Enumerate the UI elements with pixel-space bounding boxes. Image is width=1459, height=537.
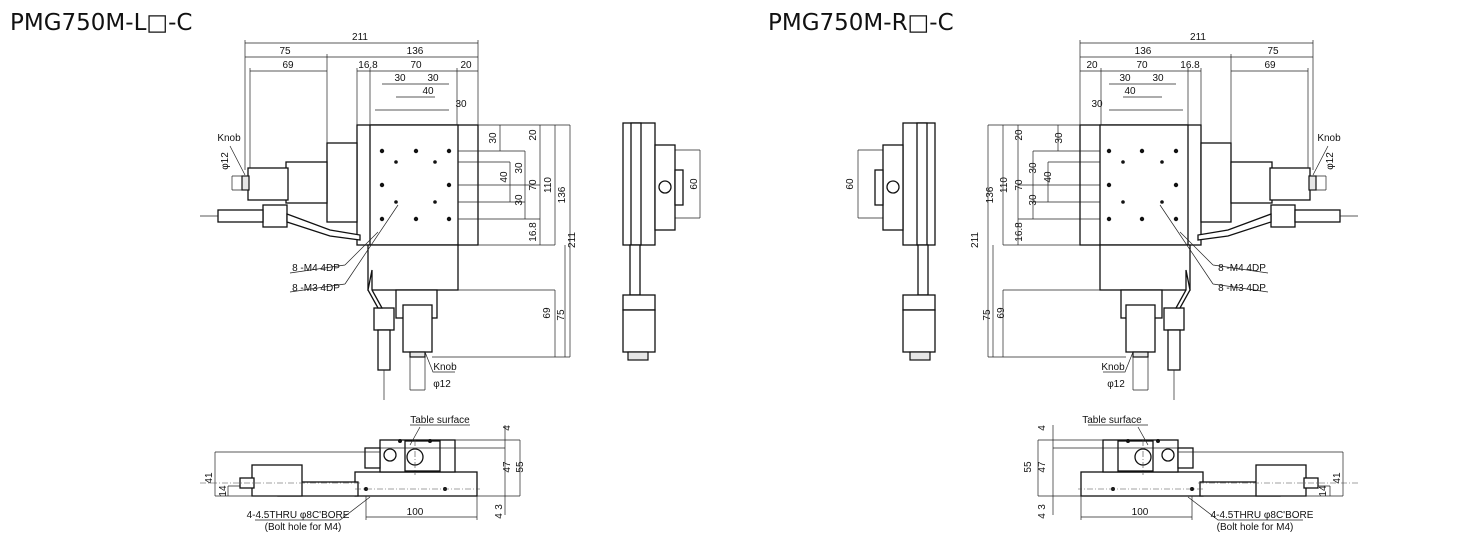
left-drawing-geometry (199, 39, 701, 521)
dim-69-vertical: 69 (542, 307, 553, 319)
dim-136: 136 (1135, 46, 1152, 57)
dim-211: 211 (1190, 32, 1206, 43)
dim-75: 75 (279, 46, 291, 57)
left-title: PMG750M-L□-C (10, 10, 192, 36)
dim-69: 69 (282, 60, 294, 71)
dim-4-vertical: 4 (502, 425, 513, 431)
dim-16-8: 16.8 (1180, 60, 1200, 71)
left-drawing-labels: PMG750M-L□-C 211 75 136 69 16.8 70 20 30… (10, 10, 700, 533)
dim-14-vertical: 14 (218, 485, 229, 497)
bolt-hole-label: (Bolt hole for M4) (1217, 522, 1294, 533)
m4-holes-label: 8 -M4 4DP (1218, 263, 1266, 274)
dim-110-vertical: 110 (999, 177, 1010, 193)
dim-30: 30 (455, 99, 467, 110)
dim-211-vertical: 211 (567, 232, 578, 248)
dim-55-vertical: 55 (1023, 461, 1034, 473)
dim-16-8: 16.8 (358, 60, 378, 71)
dim-40: 40 (1124, 86, 1136, 97)
dim-30: 30 (1119, 73, 1131, 84)
dim-136: 136 (407, 46, 424, 57)
dim-20: 20 (1086, 60, 1098, 71)
phi12-label: φ12 (1325, 152, 1336, 170)
dim-55-vertical: 55 (515, 461, 526, 473)
dim-30: 30 (1091, 99, 1103, 110)
phi12-label: φ12 (1107, 379, 1125, 390)
dim-3-vertical: 3 (1037, 504, 1048, 510)
dim-30-vertical: 30 (514, 194, 525, 206)
knob-label: Knob (1101, 362, 1125, 373)
dim-3-vertical: 3 (494, 504, 505, 510)
dim-14-vertical: 14 (1318, 485, 1329, 497)
dim-70-vertical: 70 (1014, 179, 1025, 191)
bolt-hole-label: (Bolt hole for M4) (265, 522, 342, 533)
m4-holes-label: 8 -M4 4DP (292, 263, 340, 274)
dim-136-vertical: 136 (985, 186, 996, 203)
knob-label: Knob (433, 362, 457, 373)
dim-47-vertical: 47 (1037, 461, 1048, 473)
dim-4-vertical: 4 (1037, 425, 1048, 431)
dim-75-vertical: 75 (982, 309, 993, 321)
knob-label: Knob (1317, 133, 1341, 144)
dim-60-vertical: 60 (845, 178, 856, 190)
dim-30-vertical: 30 (514, 162, 525, 174)
m3-holes-label: 8 -M3 4DP (292, 283, 340, 294)
dim-100: 100 (407, 507, 424, 518)
dim-16-8-vertical: 16.8 (528, 222, 539, 242)
phi12-label: φ12 (220, 152, 231, 170)
dim-70: 70 (410, 60, 422, 71)
dim-30: 30 (427, 73, 439, 84)
dim-4-vertical: 4 (1037, 513, 1048, 519)
dim-30-vertical: 30 (1028, 162, 1039, 174)
right-drawing-geometry (857, 39, 1359, 521)
knob-label: Knob (217, 133, 241, 144)
dim-47-vertical: 47 (502, 461, 513, 473)
dim-41-vertical: 41 (1332, 472, 1343, 484)
table-surface-label: Table surface (1082, 415, 1142, 426)
dim-30-vertical: 30 (1028, 194, 1039, 206)
dim-110-vertical: 110 (543, 177, 554, 193)
dim-69-vertical: 69 (996, 307, 1007, 319)
dim-70-vertical: 70 (528, 179, 539, 191)
dim-30: 30 (394, 73, 406, 84)
dim-20: 20 (460, 60, 472, 71)
right-title: PMG750M-R□-C (768, 10, 954, 36)
dim-40-vertical: 40 (1043, 171, 1054, 183)
dim-16-8-vertical: 16.8 (1014, 222, 1025, 242)
dim-40-vertical: 40 (499, 171, 510, 183)
dim-211-vertical: 211 (970, 232, 981, 248)
dim-75: 75 (1267, 46, 1279, 57)
phi12-label: φ12 (433, 379, 451, 390)
dim-20-vertical: 20 (1014, 129, 1025, 141)
m3-holes-label: 8 -M3 4DP (1218, 283, 1266, 294)
dim-70: 70 (1136, 60, 1148, 71)
table-surface-label: Table surface (410, 415, 470, 426)
dim-30-vertical: 30 (1054, 132, 1065, 144)
dim-211: 211 (352, 32, 368, 43)
dim-30: 30 (1152, 73, 1164, 84)
dim-136-vertical: 136 (557, 186, 568, 203)
dim-40: 40 (422, 86, 434, 97)
dim-4-vertical: 4 (494, 513, 505, 519)
bore-label: 4-4.5THRU φ8C'BORE (1211, 510, 1314, 521)
dim-60-vertical: 60 (689, 178, 700, 190)
right-drawing-labels: PMG750M-R□-C 211 75 136 69 16.8 70 20 30… (768, 10, 1343, 533)
dim-69: 69 (1264, 60, 1276, 71)
dim-100: 100 (1132, 507, 1149, 518)
dim-75-vertical: 75 (556, 309, 567, 321)
dim-41-vertical: 41 (204, 472, 215, 484)
dim-20-vertical: 20 (528, 129, 539, 141)
bore-label: 4-4.5THRU φ8C'BORE (247, 510, 350, 521)
dim-30-vertical: 30 (488, 132, 499, 144)
